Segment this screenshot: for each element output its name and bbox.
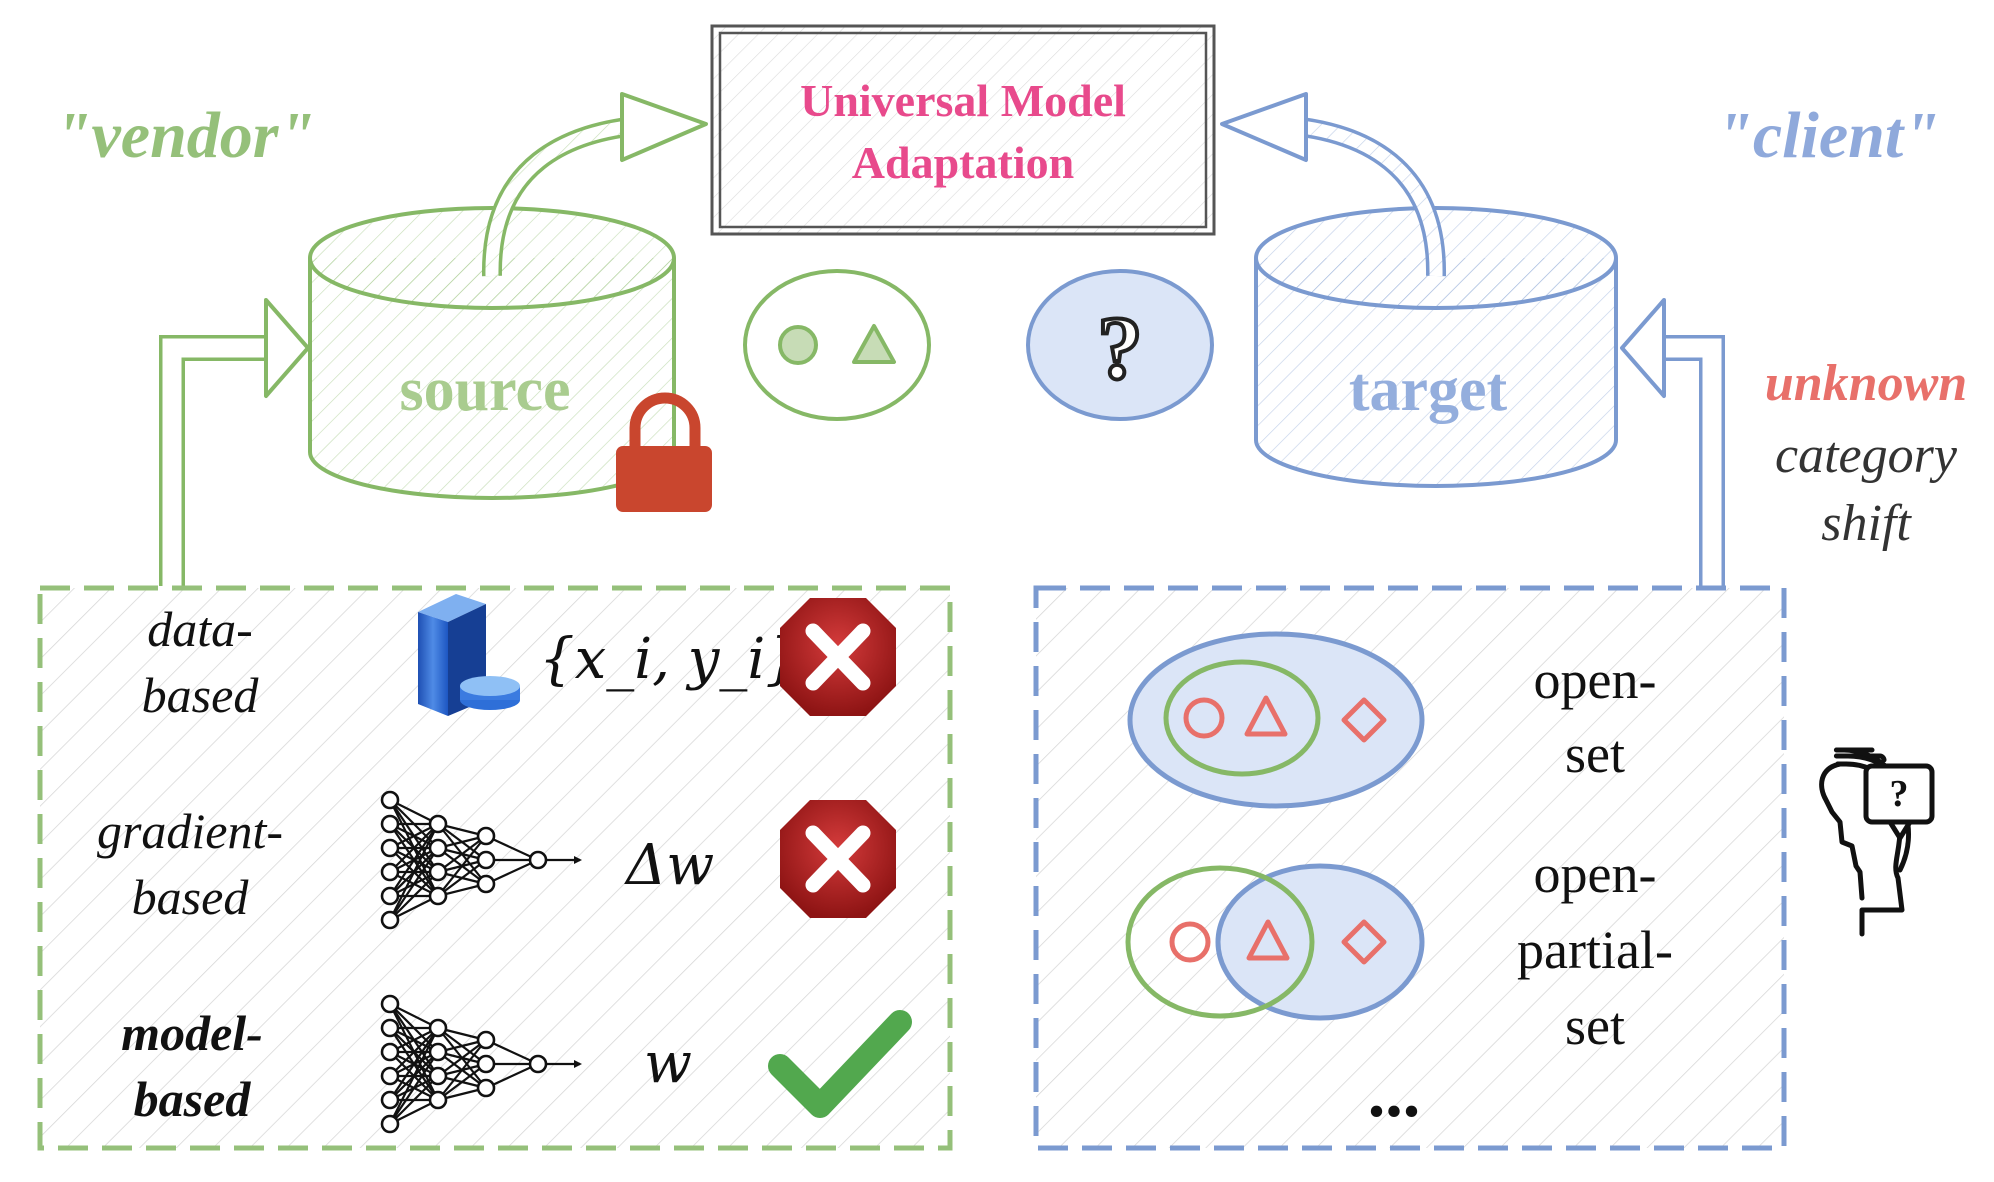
more-settings-ellipsis: ... — [1368, 1055, 1421, 1132]
title-box: Universal Model Adaptation — [710, 24, 1216, 236]
server-database-icon — [418, 594, 520, 716]
unknown-classes-bubble: ? — [1026, 269, 1214, 421]
cross-icon — [780, 800, 896, 918]
source-to-title-arrow — [481, 92, 708, 277]
vendor-label: "vendor" — [55, 99, 315, 172]
vendor-methods-panel: data- based {x_i, y_i} gradient- based Δ… — [37, 585, 953, 1151]
question-icon: ? — [1098, 299, 1143, 398]
source-label: source — [399, 356, 570, 424]
row-1-label-line-2: based — [142, 667, 260, 723]
row-2-label-line-2: based — [132, 869, 250, 925]
lock-icon — [616, 392, 712, 512]
row-3-label-line-2: based — [134, 1071, 252, 1127]
circle-class-icon — [778, 325, 818, 365]
open-set-line-2: set — [1565, 724, 1625, 784]
gradient-formula: Δw — [624, 833, 714, 898]
target-label: target — [1349, 356, 1508, 424]
diamond-class-icon — [1341, 697, 1387, 743]
open-set-line-1: open- — [1534, 650, 1657, 710]
title-line-2: Adaptation — [852, 137, 1074, 188]
triangle-class-icon — [1246, 919, 1290, 961]
model-formula: w — [644, 1031, 692, 1096]
data-formula: {x_i, y_i} — [539, 627, 801, 692]
open-partial-set-line-2: partial- — [1517, 920, 1673, 980]
open-partial-set-line-3: set — [1565, 996, 1625, 1056]
cross-icon — [780, 598, 896, 716]
neural-network-icon — [380, 790, 582, 930]
target-to-title-arrow — [1220, 92, 1447, 277]
open-set-venn — [1127, 631, 1425, 809]
row-2-label-line-1: gradient- — [97, 803, 283, 859]
vendor-panel-arrow — [159, 298, 310, 586]
open-partial-set-line-1: open- — [1534, 844, 1657, 904]
neural-network-icon — [380, 994, 582, 1134]
circle-class-icon — [1183, 697, 1225, 739]
unknown-label: unknown — [1765, 355, 1967, 412]
client-settings-panel: open- set open- partial- set ... — [1033, 585, 1787, 1151]
open-partial-set-venn — [1125, 863, 1425, 1021]
client-label: "client" — [1716, 99, 1940, 172]
row-3-label-line-1: model- — [121, 1005, 263, 1061]
shift-label: shift — [1821, 495, 1912, 552]
triangle-class-icon — [1244, 695, 1288, 737]
client-panel-arrow — [1620, 298, 1725, 586]
diamond-class-icon — [1341, 919, 1387, 965]
category-label: category — [1775, 427, 1958, 484]
known-classes-bubble — [743, 269, 931, 421]
head-question-mark: ? — [1890, 773, 1909, 815]
title-line-1: Universal Model — [800, 75, 1126, 126]
triangle-class-icon — [852, 324, 896, 364]
row-1-label-line-1: data- — [147, 601, 253, 657]
circle-class-icon — [1169, 921, 1211, 963]
check-icon — [768, 1010, 912, 1118]
thinking-head-icon — [1819, 747, 1935, 937]
